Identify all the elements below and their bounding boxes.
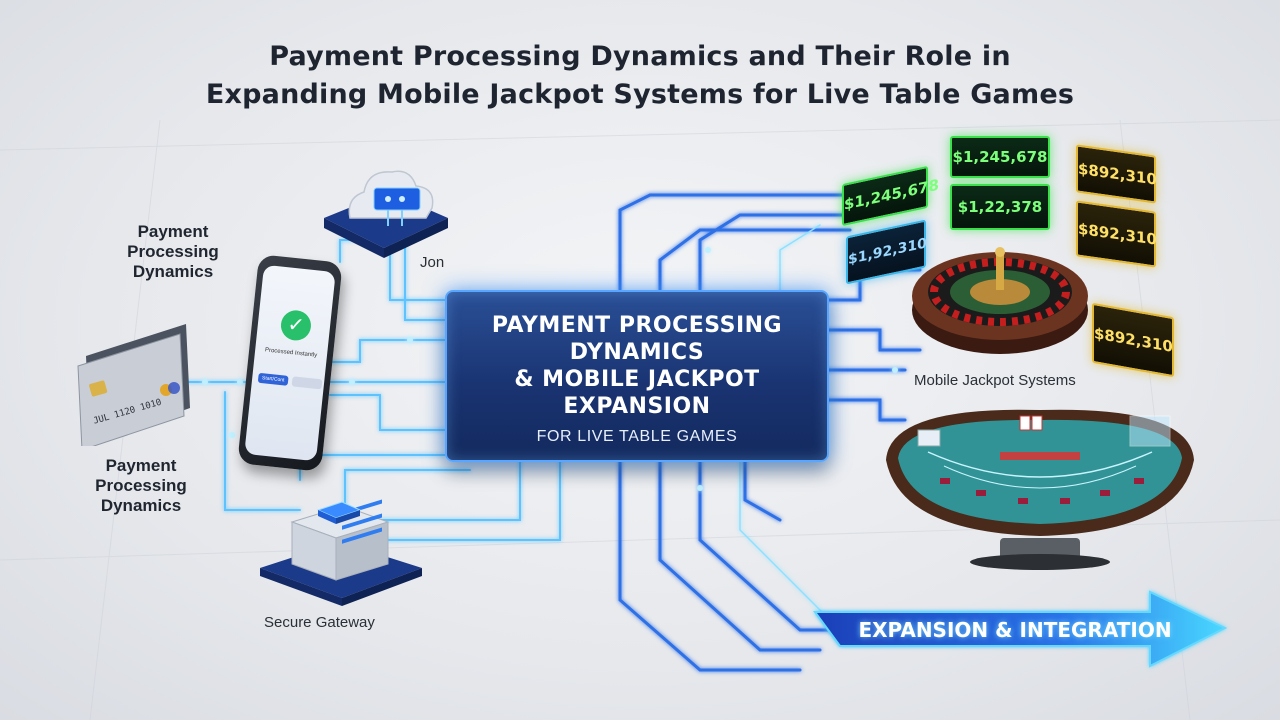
payment-label-bottom-line-1: Payment <box>86 456 196 476</box>
jackpot-sign-3: $1,22,378 <box>950 184 1050 230</box>
center-line-3: & MOBILE JACKPOT <box>447 366 827 393</box>
expansion-arrow-label: EXPANSION & INTEGRATION <box>820 618 1210 642</box>
title-line-2: Expanding Mobile Jackpot Systems for Liv… <box>0 76 1280 114</box>
page-title: Payment Processing Dynamics and Their Ro… <box>0 38 1280 114</box>
phone-screen: ✓ Processed Instantly Start/Cont <box>244 265 335 461</box>
cloud-label: Jon <box>420 254 444 271</box>
payment-label-top-line-2: Processing <box>118 242 228 262</box>
payment-label-top: Payment Processing Dynamics <box>118 222 228 282</box>
jackpot-label: Mobile Jackpot Systems <box>914 372 1076 389</box>
center-panel: PAYMENT PROCESSING DYNAMICS & MOBILE JAC… <box>445 290 829 462</box>
payment-label-top-line-1: Payment <box>118 222 228 242</box>
payment-label-bottom: Payment Processing Dynamics <box>86 456 196 516</box>
jackpot-sign-2: $1,245,678 <box>950 136 1050 178</box>
center-line-4: EXPANSION <box>447 393 827 420</box>
gateway-label: Secure Gateway <box>264 614 375 631</box>
checkmark-icon: ✓ <box>279 309 312 342</box>
payment-label-bottom-line-3: Dynamics <box>86 496 196 516</box>
blackjack-table-icon <box>880 402 1200 570</box>
cloud-server-icon <box>316 140 456 270</box>
credit-card-icon: JUL 1120 1010 <box>68 316 198 446</box>
phone-button-left: Start/Cont <box>258 373 289 386</box>
payment-label-bottom-line-2: Processing <box>86 476 196 496</box>
title-line-1: Payment Processing Dynamics and Their Ro… <box>0 38 1280 76</box>
center-heading: PAYMENT PROCESSING DYNAMICS & MOBILE JAC… <box>447 312 827 420</box>
center-line-1: PAYMENT PROCESSING <box>447 312 827 339</box>
server-icon <box>256 488 426 608</box>
roulette-wheel-icon <box>908 232 1092 358</box>
payment-label-top-line-3: Dynamics <box>118 262 228 282</box>
center-line-2: DYNAMICS <box>447 339 827 366</box>
center-subtitle: FOR LIVE TABLE GAMES <box>447 428 827 446</box>
phone-status-text: Processed Instantly <box>259 347 323 360</box>
phone-button-right <box>292 376 323 389</box>
